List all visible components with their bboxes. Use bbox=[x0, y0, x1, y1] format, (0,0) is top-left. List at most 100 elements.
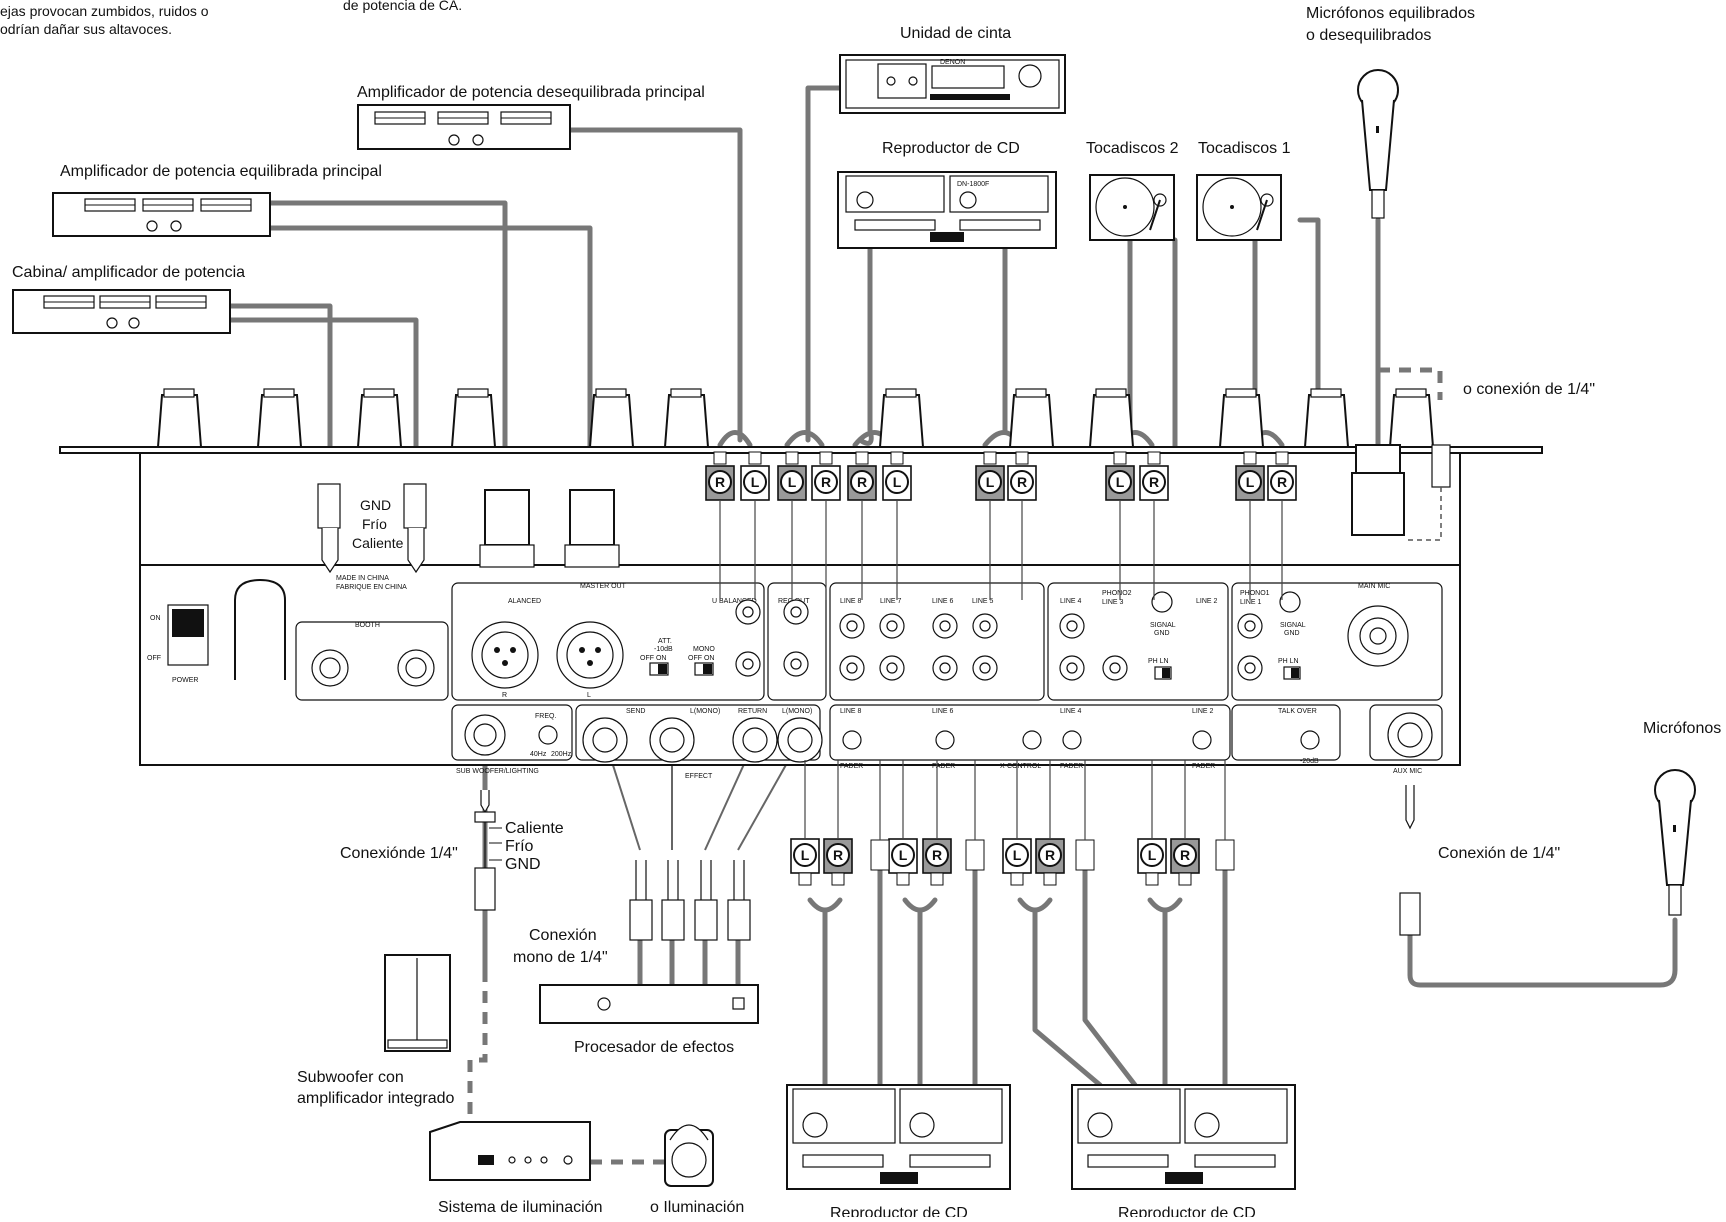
label-conn-quarter: Conexiónde 1/4" bbox=[340, 845, 458, 862]
label-xlr-l: L bbox=[587, 692, 591, 699]
top-plug-4-letter: R bbox=[821, 474, 831, 490]
label-amp-balanced: Amplificador de potencia equilibrada pri… bbox=[60, 163, 382, 180]
bottom-plug-4: R bbox=[922, 838, 952, 886]
label-send-lmono: L(MONO) bbox=[690, 708, 720, 715]
lighting-system bbox=[429, 1121, 591, 1181]
label-microphones: Micrófonos bbox=[1643, 720, 1721, 737]
label-return-lmono: L(MONO) bbox=[782, 708, 812, 715]
label-return: RETURN bbox=[738, 708, 767, 715]
label-phono2: PHONO2 bbox=[1102, 590, 1132, 597]
label-signal-gnd1-b: GND bbox=[1284, 630, 1300, 637]
label-or-lighting: o Iluminación bbox=[650, 1199, 744, 1216]
bottom-plug-2-letter: R bbox=[833, 847, 843, 863]
label-xlr-r: R bbox=[502, 692, 507, 699]
wires bbox=[227, 85, 1678, 1165]
bottom-plug-7: L bbox=[1137, 838, 1167, 886]
bottom-plug-4-letter: R bbox=[932, 847, 942, 863]
label-power: POWER bbox=[172, 677, 198, 684]
fader-plug-4 bbox=[1215, 839, 1235, 871]
label-mono-2: OFF ON bbox=[688, 655, 714, 662]
mic-top bbox=[1357, 69, 1399, 219]
label-made-in-2: FABRIQUE EN CHINA bbox=[336, 584, 407, 591]
top-plug-12-letter: R bbox=[1277, 474, 1287, 490]
sub-plug bbox=[474, 790, 502, 911]
bottom-plug-2: R bbox=[823, 838, 853, 886]
cd-top-model: DN-1800F bbox=[957, 181, 989, 188]
label-unbalanced: U BALANCED bbox=[712, 598, 757, 605]
label-hot-1: Caliente bbox=[352, 535, 404, 551]
tape-unit: DENON bbox=[839, 54, 1066, 114]
label-tape-unit: Unidad de cinta bbox=[900, 25, 1011, 42]
cd-player-bottom-left bbox=[786, 1084, 1011, 1190]
label-effects-proc: Procesador de efectos bbox=[574, 1039, 734, 1056]
label-signal-gnd2-a: SIGNAL bbox=[1150, 622, 1176, 629]
label-fader-line2: LINE 2 bbox=[1192, 708, 1214, 715]
top-plug-6: L bbox=[882, 451, 912, 501]
top-plug-9-letter: L bbox=[1116, 474, 1125, 490]
bottom-plug-1-letter: L bbox=[801, 847, 810, 863]
cd-player-top: DN-1800F bbox=[837, 171, 1057, 249]
bottom-plug-5-letter: L bbox=[1013, 847, 1022, 863]
bottom-plug-3: L bbox=[888, 838, 918, 886]
label-mono-conn-1: Conexión bbox=[529, 927, 597, 944]
label-balanced: ALANCED bbox=[508, 598, 541, 605]
label-subwoofer-2: amplificador integrado bbox=[297, 1090, 455, 1107]
label-master-out: MASTER OUT bbox=[580, 583, 627, 590]
label-fader-2: FADER bbox=[932, 763, 955, 770]
fader-plug-3 bbox=[1075, 839, 1095, 871]
label-fader-1: FADER bbox=[840, 763, 863, 770]
label-cold-2: Frío bbox=[505, 838, 534, 855]
label-hot-2: Caliente bbox=[505, 820, 564, 837]
note-left-line2: odrían dañar sus altavoces. bbox=[0, 21, 172, 37]
label-signal-gnd2-b: GND bbox=[1154, 630, 1170, 637]
label-minus20: -20dB bbox=[1300, 758, 1319, 765]
top-plug-7-letter: L bbox=[986, 474, 995, 490]
label-line5: LINE 5 bbox=[972, 598, 994, 605]
note-mid-line: de potencia de CA. bbox=[343, 0, 462, 13]
label-made-in-1: MADE IN CHINA bbox=[336, 575, 389, 582]
top-plug-5: R bbox=[847, 451, 877, 501]
label-att-1: ATT. bbox=[658, 638, 672, 645]
top-plug-10-letter: R bbox=[1149, 474, 1159, 490]
label-talk-over: TALK OVER bbox=[1278, 708, 1317, 715]
label-mono-conn-2: mono de 1/4" bbox=[513, 949, 608, 966]
bottom-plug-6: R bbox=[1035, 838, 1065, 886]
label-x-control: X-CONTROL bbox=[1000, 763, 1041, 770]
label-conn-quarter-right: Conexión de 1/4" bbox=[1438, 845, 1560, 862]
label-turntable1: Tocadiscos 1 bbox=[1198, 140, 1291, 157]
fader-plug-1 bbox=[870, 839, 890, 871]
aux-mic-plug bbox=[1399, 785, 1421, 936]
mixer: ON OFF POWER BOOTH MADE IN CHINA FABRIQU… bbox=[59, 388, 1543, 780]
top-plug-1-letter: R bbox=[715, 474, 725, 490]
label-att-2: -10dB bbox=[654, 646, 673, 653]
top-plug-11: L bbox=[1235, 451, 1265, 501]
top-plug-12: R bbox=[1267, 451, 1297, 501]
label-amp-unbalanced: Amplificador de potencia desequilibrada … bbox=[357, 84, 705, 101]
label-line7: LINE 7 bbox=[880, 598, 902, 605]
bottom-plug-3-letter: L bbox=[899, 847, 908, 863]
label-sub-lighting: SUB WOOFER/LIGHTING bbox=[456, 768, 539, 775]
label-cold-1: Frío bbox=[362, 516, 387, 532]
top-plug-3-letter: L bbox=[788, 474, 797, 490]
label-off: OFF bbox=[147, 655, 161, 662]
label-lighting-system: Sistema de iluminación bbox=[438, 1199, 603, 1216]
amp-unbalanced bbox=[357, 104, 571, 150]
effects-processor bbox=[539, 984, 759, 1024]
top-plug-6-letter: L bbox=[893, 474, 902, 490]
tape-brand: DENON bbox=[940, 59, 965, 66]
subwoofer bbox=[384, 954, 451, 1052]
label-cd-bottom-left: Reproductor de CD bbox=[830, 1205, 968, 1217]
label-200hz: 200Hz bbox=[551, 751, 572, 758]
top-plug-9: L bbox=[1105, 451, 1135, 501]
label-subwoofer-1: Subwoofer con bbox=[297, 1069, 404, 1086]
top-plug-8-letter: R bbox=[1017, 474, 1027, 490]
bottom-plug-7-letter: L bbox=[1148, 847, 1157, 863]
top-plug-11-letter: L bbox=[1246, 474, 1255, 490]
bottom-plug-6-letter: R bbox=[1045, 847, 1055, 863]
label-signal-gnd1-a: SIGNAL bbox=[1280, 622, 1306, 629]
bottom-plug-8-letter: R bbox=[1180, 847, 1190, 863]
note-left-line1: ejas provocan zumbidos, ruidos o bbox=[0, 3, 209, 19]
label-freq: FREQ. bbox=[535, 713, 556, 720]
